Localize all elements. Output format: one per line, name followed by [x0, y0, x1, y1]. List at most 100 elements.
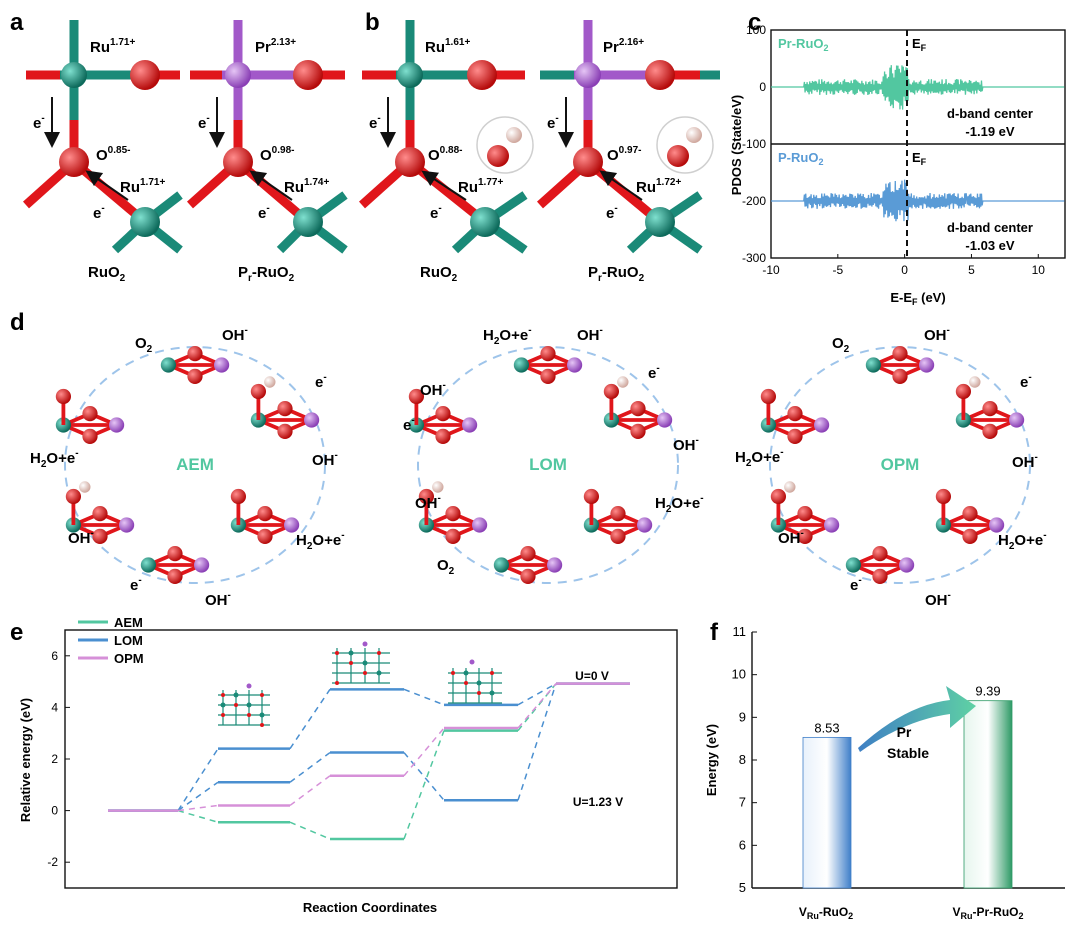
pr-atom [989, 517, 1005, 533]
adsorbate-motif [65, 481, 135, 544]
panel-a-right-structure [186, 20, 348, 254]
species-label: O2 [832, 335, 850, 355]
species-label: OH- [673, 435, 699, 454]
ru-atom [55, 417, 71, 433]
o-atom [487, 145, 509, 167]
o-atom [395, 147, 425, 177]
structure-name: RuO2 [88, 264, 126, 284]
species-label: OH- [415, 493, 441, 512]
bar-value-label: 9.39 [975, 684, 1000, 699]
legend-label: AEM [114, 615, 143, 630]
mechanism-lom: LOM [529, 455, 567, 474]
x-tick-label: 10 [1032, 263, 1046, 277]
svg-text:O0.98-: O0.98- [260, 145, 294, 164]
h-atom [79, 481, 91, 493]
species-label: O2 [135, 335, 153, 355]
adsorbate-motif [408, 388, 478, 444]
pr-atom [814, 417, 830, 433]
species-labels: O2OH-e-OH-H2O+e-OH-e-OH-H2O+e-H2O+e-OH-e… [30, 325, 1047, 609]
o-atom [277, 423, 293, 439]
panel-b-label: b [365, 9, 380, 36]
pr-atom [575, 62, 601, 88]
y-tick-label: -200 [742, 194, 766, 208]
svg-text:EF: EF [912, 36, 927, 53]
adsorbate-motif [140, 546, 210, 584]
adsorbate-motif [760, 388, 830, 444]
o-atom [82, 406, 98, 422]
o-atom [962, 506, 978, 522]
o-atom [630, 423, 646, 439]
panel-a-label: a [10, 9, 24, 36]
y-tick-label: -300 [742, 251, 766, 265]
h-atom [784, 481, 796, 493]
f-y-axis-label: Energy (eV) [704, 724, 719, 796]
legend-label: LOM [114, 633, 143, 648]
pr-atom [462, 417, 478, 433]
energy-connector [177, 748, 219, 812]
panel-a-left-structure [22, 20, 183, 254]
species-label: H2O+e- [735, 447, 784, 469]
adsorbate-motif [160, 346, 230, 384]
pr-atom [637, 517, 653, 533]
svg-text:EF: EF [912, 150, 927, 167]
species-label: OH- [420, 380, 446, 399]
y-tick-label: 0 [759, 80, 766, 94]
o-atom [892, 368, 908, 384]
panel-d: d AEM LOM OPM O2OH-e-OH-H2O+e-OH-e-OH-H2… [10, 309, 1047, 609]
adsorbate-motif [418, 481, 488, 544]
h-atom [432, 481, 444, 493]
bar-value-label: 8.53 [814, 720, 839, 735]
adsorbate-motif [513, 346, 583, 384]
o-atom [540, 346, 556, 362]
mechanism-aem: AEM [176, 455, 214, 474]
bar-vru-pr-ruo2 [963, 700, 1013, 889]
x-tick-label: -10 [762, 263, 780, 277]
o-atom [187, 346, 203, 362]
ru-atom [160, 357, 176, 373]
stability-arrow-icon [858, 686, 976, 752]
o-atom [435, 406, 451, 422]
species-label: H2O+e- [296, 530, 345, 552]
legend-label: OPM [114, 651, 144, 666]
o-atom [872, 568, 888, 584]
slab-thumbnail [448, 659, 502, 704]
energy-x-axis-label: Reaction Coordinates [303, 900, 437, 915]
h-atom [969, 376, 981, 388]
species-label: OH- [925, 590, 951, 609]
o-atom [760, 388, 776, 405]
y-tick-label: 6 [739, 837, 746, 852]
panel-e-label: e [10, 619, 23, 646]
arrow-label: Pr [897, 724, 912, 740]
pdos-series-pr-ruo2 [771, 65, 1065, 110]
o-atom [257, 506, 273, 522]
pr-atom [899, 557, 915, 573]
ru-atom [293, 207, 323, 237]
species-label: e- [315, 372, 327, 391]
mechanism-opm: OPM [881, 455, 920, 474]
energy-connector [177, 804, 219, 812]
adsorbate-inset [476, 116, 534, 174]
energy-connector [177, 809, 219, 823]
pr-atom [472, 517, 488, 533]
svg-text:Ru1.71+: Ru1.71+ [90, 37, 135, 56]
label-u123: U=1.23 V [573, 795, 623, 809]
species-label: OH- [312, 450, 338, 469]
o-atom [610, 506, 626, 522]
structure-name: Pr-RuO2 [238, 264, 295, 284]
ru-atom [513, 357, 529, 373]
species-label: e- [130, 575, 142, 594]
o-atom [770, 488, 786, 505]
y-tick-label: 4 [51, 700, 58, 714]
o-atom [955, 383, 971, 400]
svg-text:Ru1.74+: Ru1.74+ [284, 177, 329, 196]
o-atom [223, 147, 253, 177]
o-atom [603, 383, 619, 400]
pr-atom [824, 517, 840, 533]
ru-atom [397, 62, 423, 88]
y-tick-label: 9 [739, 709, 746, 724]
panel-b-right-structure [536, 20, 720, 254]
species-label: O2 [437, 557, 455, 577]
panel-f-label: f [710, 619, 719, 646]
